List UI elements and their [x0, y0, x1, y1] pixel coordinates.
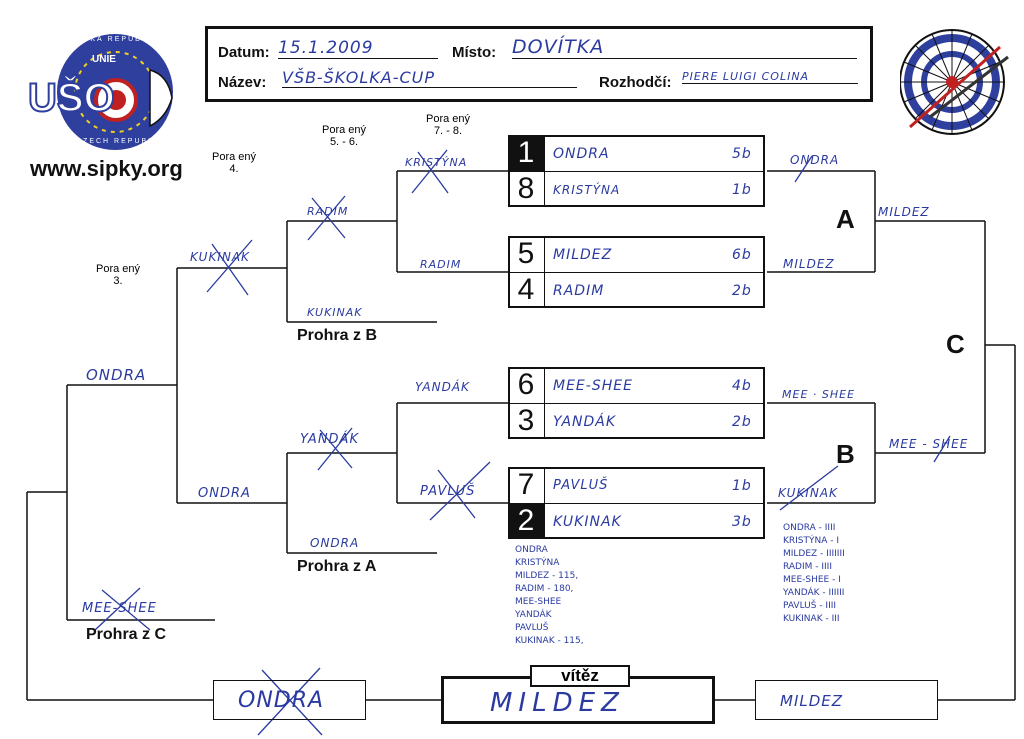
note-line: YANDÁK [515, 610, 552, 620]
final-left-name[interactable]: ONDRA [238, 688, 325, 713]
match-player[interactable]: RADIM [553, 283, 605, 299]
match-player[interactable]: MEE-SHEE [553, 378, 633, 394]
match-player[interactable]: PAVLUŠ [553, 478, 609, 493]
notes-tally: ONDRA - IIII KRISTÝNA - I MILDEZ - IIIII… [783, 522, 845, 626]
bracket-name[interactable]: KRISTÝNA [405, 156, 468, 169]
note-line: MEE-SHEE [515, 597, 562, 607]
website-link[interactable]: www.sipky.org [30, 156, 183, 181]
note-line: PAVLUŠ [515, 623, 549, 633]
match-player[interactable]: KUKINAK [553, 514, 622, 530]
note-line: PAVLUŠ - IIII [783, 601, 837, 611]
bracket-name[interactable]: YANDÁK [415, 380, 470, 394]
final-right-name[interactable]: MILDEZ [780, 692, 844, 710]
bracket-name[interactable]: RADIM [307, 205, 349, 218]
bracket-name[interactable]: MEE · SHEE [782, 388, 856, 401]
bracket-name[interactable]: MILDEZ [878, 205, 930, 219]
seed-number: 8 [517, 172, 535, 205]
match-player[interactable]: MILDEZ [553, 247, 613, 263]
logo-emblem [57, 34, 173, 150]
org-logo: UNIE UŠO ČESKÁ REPUBLIKA CZECH REPUBLIC [27, 20, 200, 150]
note-line: RADIM - IIII [783, 562, 832, 572]
bracket-name[interactable]: ONDRA [310, 536, 360, 550]
note-line: ONDRA - IIII [783, 523, 836, 533]
match-player[interactable]: YANDÁK [553, 414, 617, 430]
logo-org-text: UNIE [92, 54, 116, 65]
seed-number: 6 [517, 368, 535, 401]
place-label: Místo: [452, 44, 497, 61]
name-field[interactable]: VŠB-ŠKOLKA-CUP [282, 68, 577, 88]
bracket-name[interactable]: PAVLUŠ [420, 484, 476, 499]
round-label-4: Pora ený 4. [211, 151, 257, 175]
note-line: KUKINAK - 115, [515, 636, 584, 646]
bracket-name[interactable]: ONDRA [86, 366, 147, 384]
referee-label: Rozhodčí: [599, 74, 672, 91]
bracket-name[interactable]: ONDRA [198, 486, 251, 501]
notes-high-scores: ONDRA KRISTÝNA MILDEZ - 115, RADIM - 180… [515, 544, 584, 648]
logo-abbr: UŠO [27, 75, 116, 121]
note-line: MEE-SHEE - I [783, 575, 841, 585]
logo-ring-top: ČESKÁ REPUBLIKA [70, 36, 165, 43]
dartboard-icon [900, 29, 1009, 135]
match-score: 6b [732, 247, 752, 263]
note-line: ONDRA [515, 545, 548, 555]
section-label-b: B [836, 439, 855, 469]
bracket-name[interactable]: MEE - SHEE [889, 437, 969, 451]
note-line: KUKINAK - III [783, 614, 840, 624]
note-line: MILDEZ - IIIIIII [783, 549, 845, 559]
loser-from-b-label: Prohra z B [297, 327, 378, 344]
name-label: Název: [218, 74, 267, 91]
seed-number: 3 [517, 404, 535, 437]
bracket-name[interactable]: KUKINAK [190, 250, 250, 264]
bracket-name[interactable]: KUKINAK [778, 486, 838, 500]
note-line: RADIM - 180, [515, 584, 574, 594]
round-label-7-8: Pora ený 7. - 8. [425, 113, 471, 137]
match-score: 1b [732, 478, 752, 494]
match-score: 2b [732, 283, 752, 299]
seed-number: 4 [517, 273, 535, 306]
seed-number: 1 [508, 135, 544, 171]
date-label: Datum: [218, 44, 270, 61]
seed-number: 2 [508, 503, 544, 539]
winner-label: vítěz [530, 665, 630, 687]
final-right-box [755, 680, 938, 720]
note-line: KRISTÝNA [515, 558, 560, 568]
match-score: 4b [732, 378, 752, 394]
bracket-name[interactable]: KUKINAK [307, 306, 363, 319]
header-panel [205, 26, 873, 102]
loser-from-a-label: Prohra z A [297, 558, 377, 575]
bracket-name[interactable]: MILDEZ [783, 257, 835, 271]
match-score: 5b [732, 146, 752, 162]
bracket-name[interactable]: RADIM [420, 258, 462, 271]
place-field[interactable]: DOVÍTKA [512, 36, 857, 59]
bracket-name[interactable]: MEE-SHEE [82, 601, 157, 616]
section-label-a: A [836, 204, 855, 234]
seed-number: 5 [517, 237, 535, 270]
loser-from-c-label: Prohra z C [86, 626, 167, 643]
logo-ring-bottom: CZECH REPUBLIC [76, 138, 166, 145]
match-score: 1b [732, 182, 752, 198]
round-label-5-6: Pora ený 5. - 6. [321, 124, 367, 148]
bracket-name[interactable]: ONDRA [790, 153, 840, 167]
section-label-c: C [946, 329, 965, 359]
seed-number: 7 [517, 468, 535, 501]
date-field[interactable]: 15.1.2009 [278, 38, 438, 59]
note-line: KRISTÝNA - I [783, 536, 840, 546]
match-score: 2b [732, 414, 752, 430]
winner-name[interactable]: MILDEZ [490, 688, 625, 718]
final-left-box [213, 680, 366, 720]
match-player[interactable]: ONDRA [553, 146, 610, 162]
match-player[interactable]: KRISTÝNA [553, 183, 621, 197]
match-score: 3b [732, 514, 752, 530]
referee-field[interactable]: PIERE LUIGI COLINA [682, 70, 858, 84]
note-line: MILDEZ - 115, [515, 571, 579, 581]
round-label-3: Pora ený 3. [95, 263, 141, 287]
bracket-name[interactable]: YANDÁK [300, 432, 359, 447]
note-line: YANDÁK - IIIIII [783, 588, 845, 598]
